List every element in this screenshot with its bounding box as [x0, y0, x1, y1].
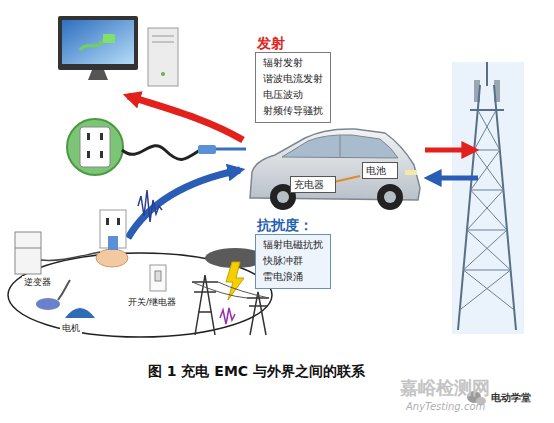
- car-window: [282, 135, 398, 158]
- appliance-cord: [41, 252, 100, 260]
- charge-lead: [216, 148, 246, 151]
- outlet-plate: [80, 127, 110, 167]
- monitor-frame: [58, 16, 138, 70]
- tower-brace: [460, 110, 511, 310]
- outlet-disc: [67, 119, 123, 175]
- tag-text: 充电器: [294, 178, 332, 191]
- part-label: 电机: [60, 322, 82, 334]
- fridge-door: [15, 248, 41, 249]
- tower-rung: [470, 190, 504, 191]
- power-led: [161, 72, 165, 76]
- vacuum-hose: [58, 280, 70, 300]
- fridge: [15, 232, 41, 274]
- emission-arrow: [425, 148, 474, 153]
- radio-tower: [452, 62, 524, 334]
- emission-arrow: [128, 96, 243, 140]
- tower-leg: [494, 85, 516, 330]
- vacuum-body: [36, 298, 60, 310]
- socket-slot: [117, 218, 120, 225]
- list-item: 辐射电磁抗扰: [263, 237, 323, 253]
- switch-toggle: [155, 271, 161, 281]
- car-illustration: [250, 129, 420, 210]
- disturbance-wave: [138, 190, 162, 222]
- list-item: 快脉冲群: [263, 253, 323, 269]
- list-item: 雷电浪涌: [263, 269, 323, 285]
- tower-rung: [467, 230, 507, 231]
- outlet-icon: [67, 119, 246, 175]
- car-lamp: [405, 170, 417, 175]
- component-tag: 充电器: [290, 176, 336, 193]
- socket-slot: [100, 151, 103, 158]
- tower-leg: [458, 85, 480, 330]
- drive-slot: [152, 36, 174, 37]
- watermark: AnyTesting.com: [404, 400, 487, 413]
- car-wheel: [377, 184, 403, 210]
- switch-plate: [150, 265, 166, 291]
- list-item: 射频传导骚扰: [263, 103, 323, 119]
- socket-slot: [87, 151, 90, 158]
- tower-rung: [474, 150, 500, 151]
- monitor-screen: [62, 20, 134, 64]
- charge-cable: [122, 146, 200, 160]
- watermark: 电动学堂: [489, 391, 533, 404]
- tower-rung: [463, 270, 511, 271]
- grid-loop: [8, 253, 272, 337]
- box-heading: 抗扰度：: [255, 216, 331, 234]
- wall-plug: [108, 236, 118, 250]
- box-heading: 发射: [255, 34, 331, 52]
- tower-brace: [463, 110, 514, 310]
- charge-plug: [198, 145, 216, 154]
- immunity-box: 抗扰度：辐射电磁抗扰快脉冲群雷电浪涌: [255, 216, 331, 289]
- computer-icon: [58, 16, 178, 86]
- hand: [96, 249, 128, 267]
- sky-ground: [452, 62, 524, 334]
- part-label: 开关/继电器: [126, 296, 178, 308]
- screen-plug: [103, 34, 115, 43]
- surge-wave: [220, 308, 235, 324]
- power-pylon: [247, 292, 269, 335]
- tower-spire: [486, 62, 488, 86]
- wheel-rim: [384, 191, 396, 203]
- wheel-rim: [277, 191, 289, 203]
- list-item: 谐波电流发射: [263, 71, 323, 87]
- list-frame: 辐射电磁抗扰快脉冲群雷电浪涌: [255, 234, 331, 289]
- list-item: 电压波动: [263, 87, 323, 103]
- disturbance-sources: [8, 210, 272, 337]
- list-item: 辐射发射: [263, 55, 323, 71]
- screen-cable: [80, 40, 104, 50]
- socket-slot: [87, 133, 90, 140]
- immunity-arrow: [429, 176, 478, 181]
- list-frame: 辐射发射谐波电流发射电压波动射频传导骚扰: [255, 52, 331, 123]
- watermark: 嘉峪检测网: [398, 376, 492, 399]
- immunity-arrow: [128, 170, 240, 238]
- pc-tower: [148, 28, 178, 86]
- component-tag: 电池: [362, 162, 398, 179]
- tag-text: 电池: [366, 164, 394, 177]
- socket-slot: [100, 133, 103, 140]
- car-pillar: [340, 135, 341, 158]
- monitor-stand: [88, 70, 108, 80]
- socket-slot: [106, 218, 109, 225]
- motor-icon: [65, 308, 95, 318]
- tower-platform: [470, 109, 504, 111]
- emission-box: 发射辐射发射谐波电流发射电压波动射频传导骚扰: [255, 34, 331, 123]
- part-label: 逆变器: [22, 276, 53, 288]
- drive-slot: [152, 42, 174, 43]
- figure-caption: 图 1 充电 EMC 与外界之间的联系: [148, 362, 365, 380]
